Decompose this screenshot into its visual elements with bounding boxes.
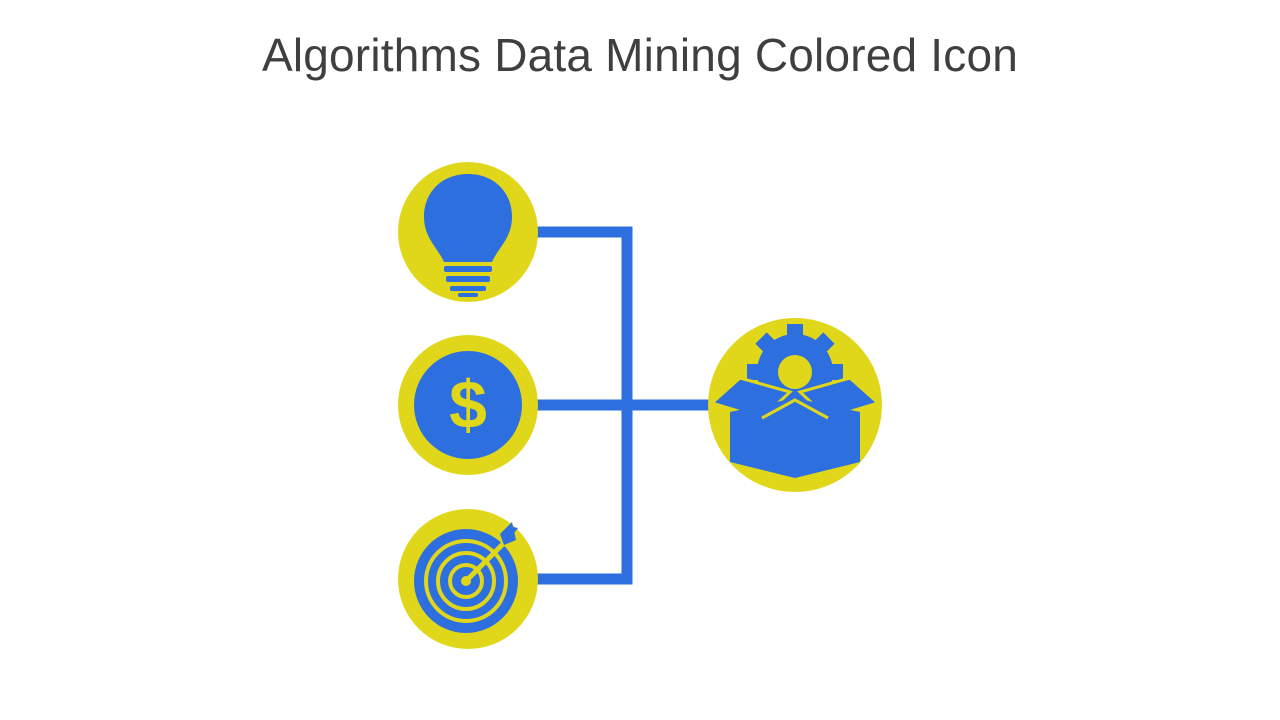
dollar-coin bbox=[414, 351, 522, 459]
connector-top bbox=[535, 226, 633, 405]
connector-bottom bbox=[535, 405, 633, 585]
slide-title: Algorithms Data Mining Colored Icon bbox=[261, 29, 1019, 81]
node-box-gear bbox=[708, 318, 882, 492]
connector-lines bbox=[535, 226, 712, 585]
box-gear-icon bbox=[709, 324, 881, 478]
dollar-icon: $ bbox=[449, 367, 487, 443]
node-dollar: $ bbox=[398, 335, 538, 475]
lightbulb-icon bbox=[424, 174, 512, 297]
node-target bbox=[398, 509, 538, 649]
target-icon bbox=[414, 522, 518, 633]
node-lightbulb bbox=[398, 162, 538, 302]
